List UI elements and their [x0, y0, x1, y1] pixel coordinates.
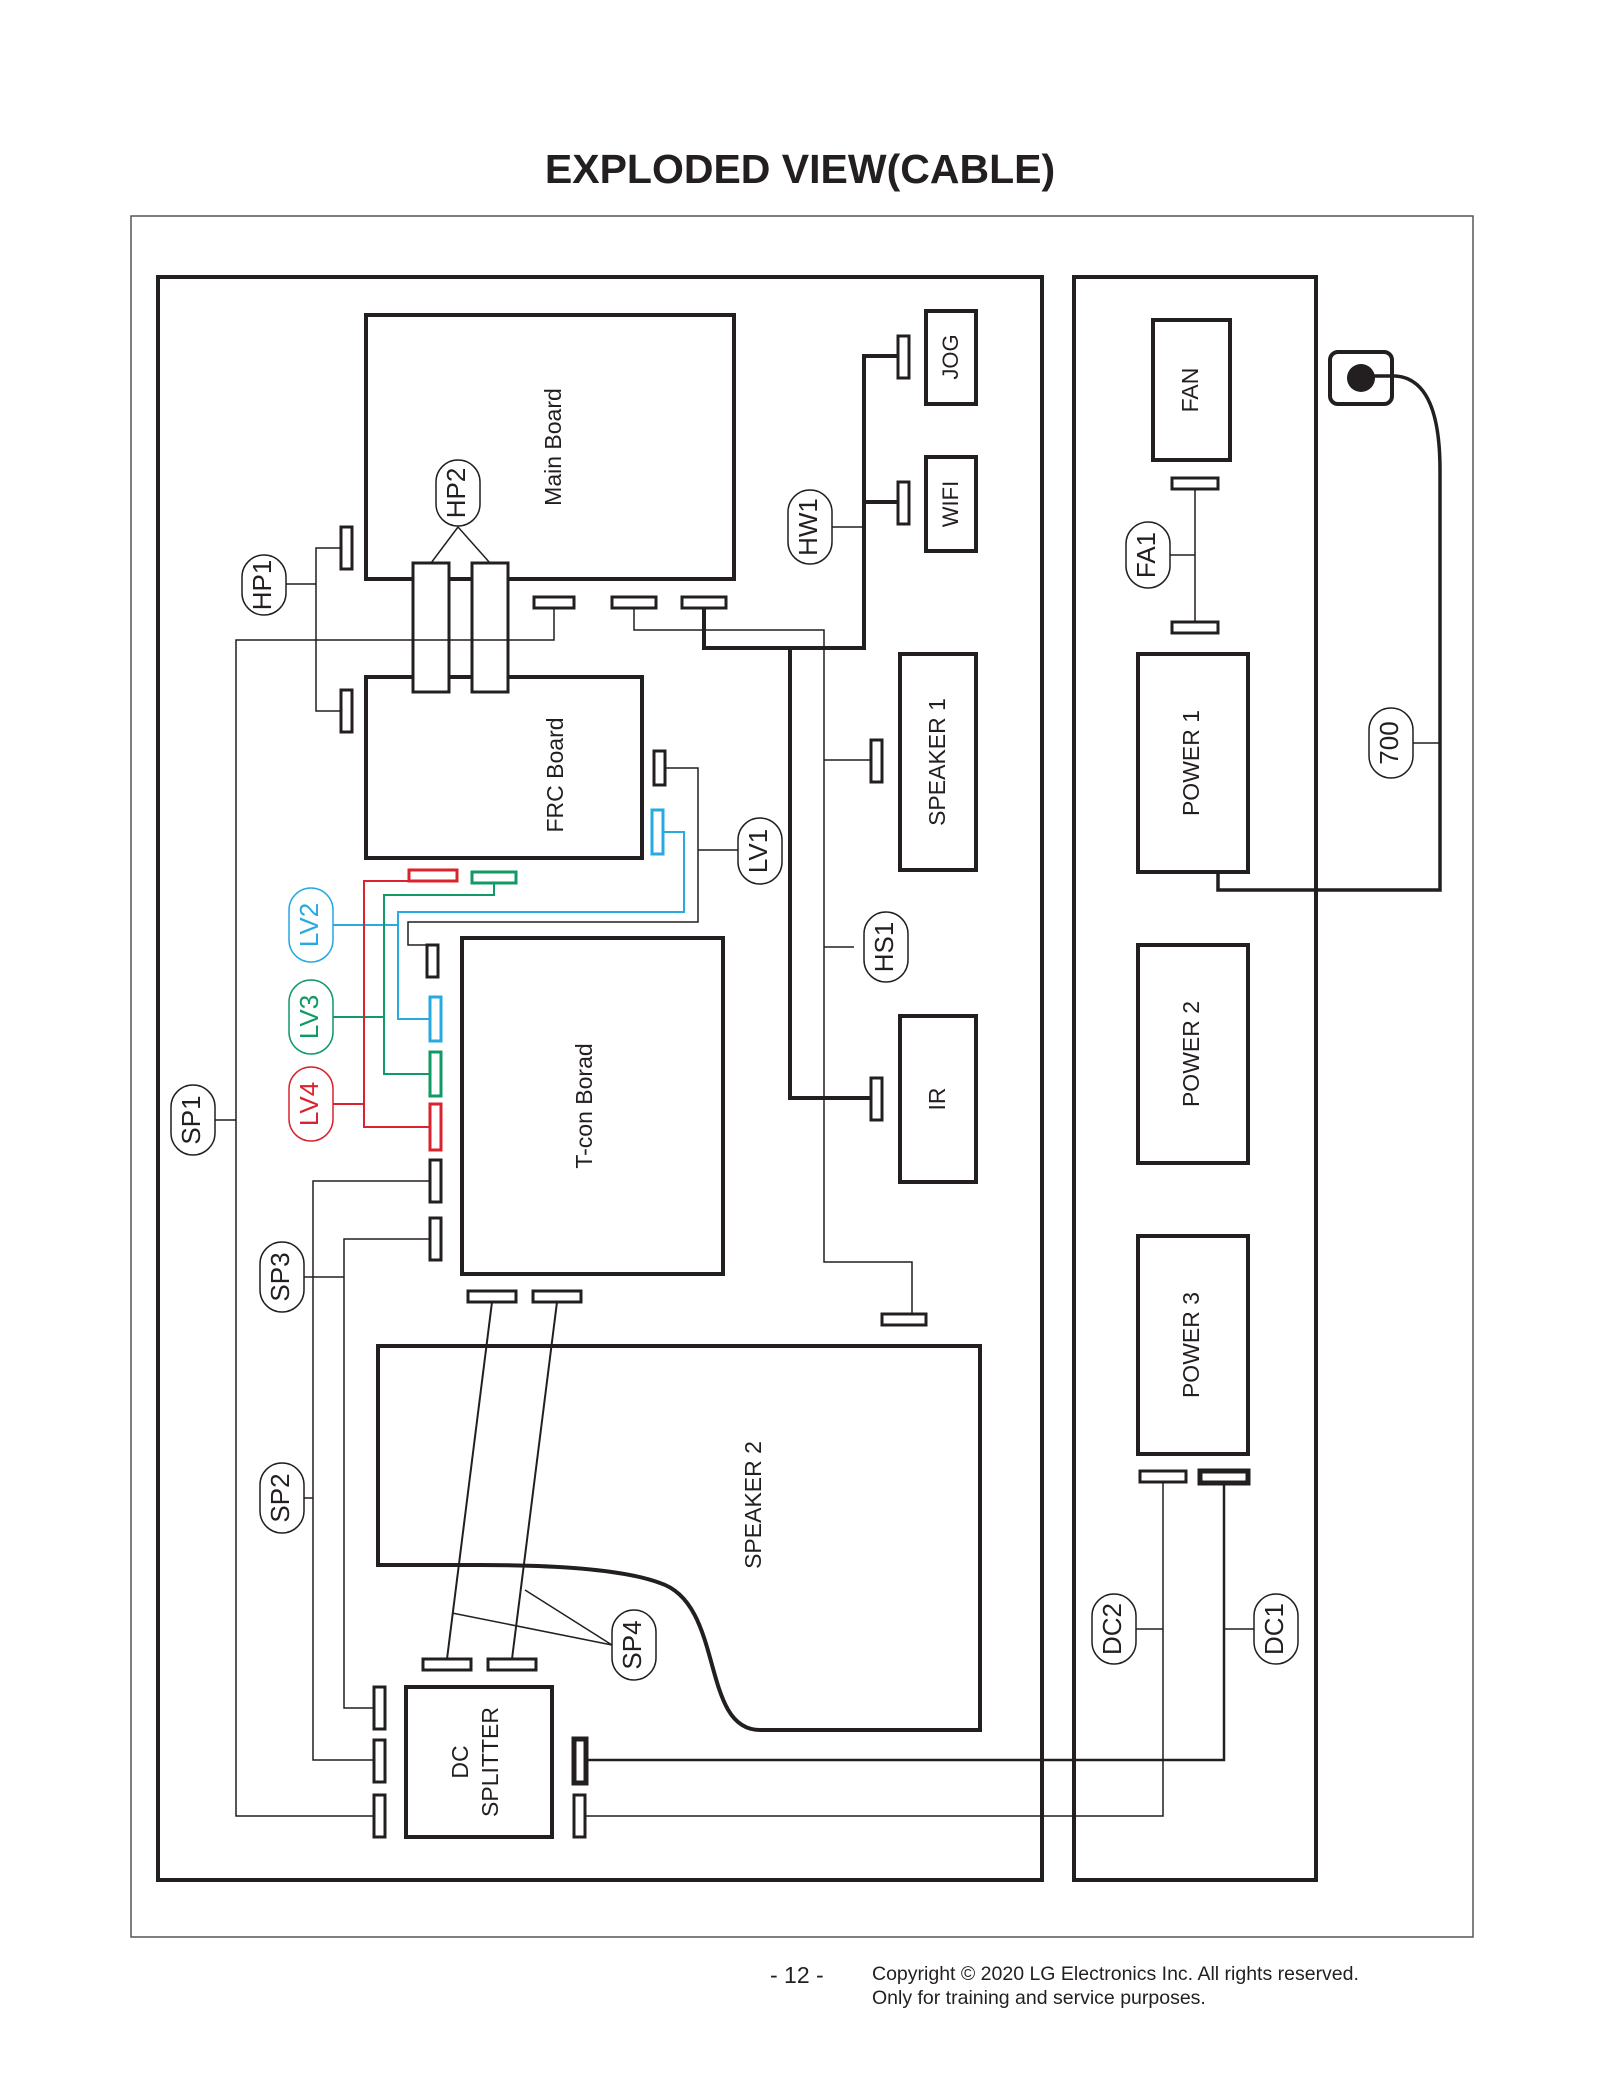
callout-sp3: SP3 [259, 1241, 305, 1313]
callout-hp2: HP2 [435, 459, 481, 527]
main-board: Main Board [364, 313, 736, 581]
right-panel [1072, 275, 1318, 1882]
tcon-board: T-con Borad [460, 936, 725, 1276]
callout-700: 700 [1368, 707, 1414, 779]
copyright-notice: Copyright © 2020 LG Electronics Inc. All… [872, 1962, 1359, 2010]
sp3-cable [304, 1158, 443, 1761]
power-3-label: POWER 3 [1178, 1292, 1204, 1398]
dc2-cable [572, 1469, 1188, 1839]
svg-text:HP2: HP2 [441, 468, 471, 519]
frc-board: FRC Board [364, 675, 644, 860]
svg-text:SP1: SP1 [176, 1095, 206, 1144]
tcon-board-label: T-con Borad [571, 1043, 597, 1168]
svg-text:HS1: HS1 [869, 922, 899, 973]
wifi-module: WIFI [924, 455, 978, 553]
sp2-cable [304, 1497, 387, 1784]
svg-text:SP2: SP2 [265, 1473, 295, 1522]
dc-splitter-label-1: DC [447, 1745, 473, 1778]
power-2-label: POWER 2 [1178, 1001, 1204, 1107]
power-2: POWER 2 [1136, 943, 1250, 1165]
callout-lv4: LV4 [288, 1066, 334, 1142]
wifi-label: WIFI [938, 481, 963, 527]
speaker-2: SPEAKER 2 [376, 1344, 982, 1732]
diagram-frame [130, 215, 1474, 1938]
dc1-cable [571, 1468, 1254, 1786]
power-1: POWER 1 [1136, 652, 1250, 874]
jog-label: JOG [938, 334, 963, 379]
svg-text:HP1: HP1 [247, 560, 277, 611]
callout-sp1: SP1 [170, 1084, 216, 1156]
page-title: EXPLODED VIEW(CABLE) [544, 146, 1056, 192]
callout-lv2: LV2 [288, 887, 334, 963]
fan-label: FAN [1177, 368, 1203, 413]
jog-module: JOG [924, 309, 978, 406]
power-1-label: POWER 1 [1178, 710, 1204, 816]
svg-text:LV4: LV4 [294, 1082, 324, 1126]
fan: FAN [1151, 318, 1232, 462]
callout-hw1: HW1 [787, 489, 833, 565]
copyright-line-2: Only for training and service purposes. [872, 1987, 1206, 2009]
callout-hp1: HP1 [241, 554, 287, 616]
sp4-cable [421, 1289, 613, 1672]
hp2-cable [411, 561, 510, 694]
lv4-cable [333, 868, 459, 1152]
callout-sp2: SP2 [259, 1462, 305, 1534]
sp1-cable [215, 595, 576, 1839]
lv3-cable [333, 870, 518, 1098]
speaker-1: SPEAKER 1 [898, 652, 978, 872]
hw1-hs1-harness [610, 334, 928, 1327]
speaker-2-label: SPEAKER 2 [740, 1441, 766, 1569]
left-panel [156, 275, 1044, 1882]
svg-text:SP4: SP4 [617, 1620, 647, 1669]
ir-module: IR [898, 1014, 978, 1184]
svg-text:SP3: SP3 [265, 1252, 295, 1301]
dc-splitter-label-2: SPLITTER [477, 1707, 503, 1817]
dc-splitter: DC SPLITTER [404, 1685, 554, 1839]
svg-text:LV2: LV2 [294, 903, 324, 947]
hp1-cable [286, 525, 354, 734]
callout-hs1: HS1 [863, 911, 909, 983]
svg-text:FA1: FA1 [1131, 532, 1161, 578]
svg-text:DC1: DC1 [1259, 1603, 1289, 1655]
svg-text:DC2: DC2 [1097, 1603, 1127, 1655]
svg-text:LV1: LV1 [743, 829, 773, 873]
svg-text:700: 700 [1374, 721, 1404, 764]
ir-label: IR [924, 1088, 950, 1111]
frc-board-label: FRC Board [542, 717, 568, 832]
fa1-cable [1170, 476, 1220, 635]
power-plug-icon [1216, 350, 1442, 892]
page-number: - 12 - [770, 1962, 824, 1988]
lv2-cable [333, 808, 685, 1043]
callout-dc2: DC2 [1091, 1593, 1137, 1665]
callout-lv1: LV1 [737, 817, 783, 885]
main-board-label: Main Board [540, 388, 566, 506]
callout-dc1: DC1 [1253, 1593, 1299, 1665]
callout-lv3: LV3 [288, 979, 334, 1055]
copyright-line-1: Copyright © 2020 LG Electronics Inc. All… [872, 1963, 1359, 1985]
svg-text:LV3: LV3 [294, 995, 324, 1039]
speaker-1-label: SPEAKER 1 [924, 698, 950, 826]
svg-text:HW1: HW1 [793, 498, 823, 556]
hp2-leaders [430, 526, 491, 564]
lv1-cable [407, 749, 738, 979]
callout-sp4: SP4 [611, 1609, 657, 1681]
callout-fa1: FA1 [1125, 521, 1171, 589]
power-3: POWER 3 [1136, 1234, 1250, 1456]
